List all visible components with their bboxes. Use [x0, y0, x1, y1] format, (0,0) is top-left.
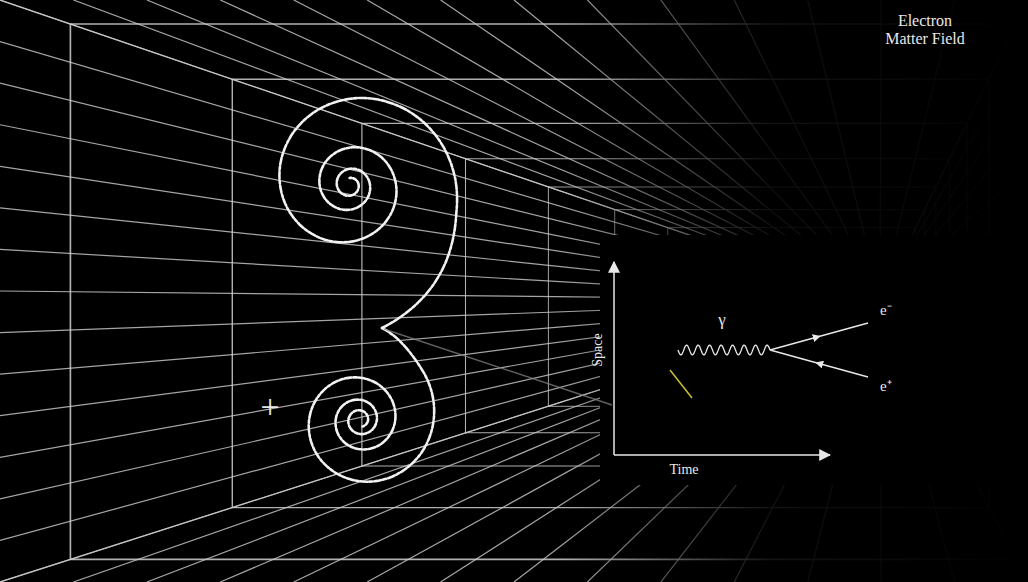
electron-line: [770, 323, 868, 350]
axis-label: Space: [590, 333, 606, 366]
field-title: Electron Matter Field: [885, 12, 965, 49]
spiral-track: [309, 328, 435, 482]
spiral-track: [279, 98, 457, 328]
axis-label: Time: [669, 462, 698, 478]
positron-arrow: [816, 363, 868, 377]
photon-symbol: γ: [718, 310, 726, 330]
dark-fade: [560, 0, 1028, 582]
pointer-line: [384, 329, 612, 405]
charge-sign: +: [260, 387, 279, 426]
electron-arrow: [770, 336, 820, 350]
particle-tracks: [279, 98, 457, 482]
photon-line: [678, 345, 770, 355]
inset-ground: [600, 235, 1028, 485]
space-axis: [613, 262, 615, 455]
yellow-tick: [670, 370, 692, 398]
electron-label: e⁻: [880, 302, 892, 319]
time-axis: [614, 454, 830, 456]
positron-line: [770, 350, 868, 377]
positron-label: e⁺: [880, 378, 892, 395]
